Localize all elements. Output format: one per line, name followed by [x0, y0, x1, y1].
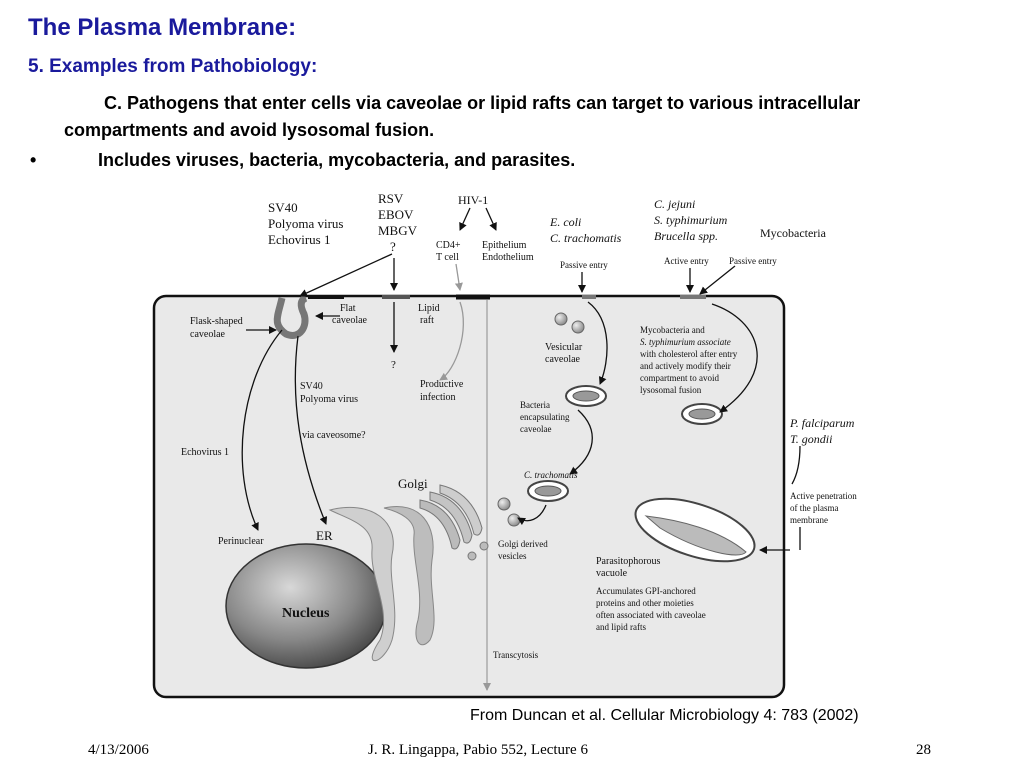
label-accum-2: proteins and other moieties	[596, 598, 694, 608]
golgi-stack	[419, 484, 489, 561]
label-accum-1: Accumulates GPI-anchored	[596, 586, 696, 596]
label-mbgv: MBGV	[378, 223, 418, 238]
bullet-text: Includes viruses, bacteria, mycobacteria…	[98, 150, 576, 170]
footer-page-number: 28	[916, 742, 931, 758]
vesicle	[554, 312, 568, 326]
er	[328, 506, 396, 662]
label-ctrach-inner: C. trachomatis	[524, 470, 578, 480]
footer-date: 4/13/2006	[88, 742, 149, 758]
label-tcell: T cell	[436, 252, 459, 263]
label-nucleus: Nucleus	[282, 606, 330, 621]
label-myco-3: with cholesterol after entry	[640, 349, 738, 359]
label-flat-2: caveolae	[332, 315, 368, 326]
label-sv40-inner: SV40	[300, 381, 323, 392]
label-pfalc: P. falciparum	[789, 416, 855, 430]
label-hiv: HIV-1	[458, 193, 488, 207]
label-ecoli: E. coli	[549, 215, 581, 229]
slide-title: The Plasma Membrane:	[28, 14, 297, 41]
label-active-entry: Active entry	[664, 256, 709, 266]
bullet-marker: •	[30, 150, 37, 170]
label-myco-4: and actively modify their	[640, 361, 731, 371]
label-golgi-derived-1: Golgi derived	[498, 539, 548, 549]
label-polyoma: Polyoma virus	[268, 216, 343, 231]
label-vesicular-1: Vesicular	[545, 342, 583, 353]
main-paragraph: C. Pathogens that enter cells via caveol…	[64, 93, 861, 140]
label-question-bottom: ?	[391, 359, 396, 371]
label-parasito-2: vacuole	[596, 568, 628, 579]
vesicle	[571, 320, 585, 334]
flask-caveola	[273, 294, 309, 339]
label-myco-1: Mycobacteria and	[640, 325, 705, 335]
label-myco-6: lysosomal fusion	[640, 385, 702, 395]
label-golgi: Golgi	[398, 476, 428, 491]
label-bact-3: caveolae	[520, 424, 551, 434]
label-perinuclear: Perinuclear	[218, 536, 264, 547]
label-lipid-2: raft	[420, 315, 434, 326]
label-active-pen-3: membrane	[790, 515, 828, 525]
label-sv40: SV40	[268, 200, 298, 215]
label-bact-2: encapsulating	[520, 412, 570, 422]
slide-subtitle: 5. Examples from Pathobiology:	[28, 56, 318, 77]
label-vesicular-2: caveolae	[545, 354, 581, 365]
label-brucella: Brucella spp.	[654, 229, 718, 243]
label-cjejuni: C. jejuni	[654, 197, 695, 211]
label-cd4: CD4+	[436, 240, 461, 251]
label-productive-1: Productive	[420, 379, 464, 390]
golgi-vesicle	[497, 497, 511, 511]
label-polyoma-inner: Polyoma virus	[300, 394, 358, 405]
label-via-caveosome: via caveosome?	[302, 430, 366, 441]
golgi-vesicle	[507, 513, 521, 527]
label-ctrach: C. trachomatis	[550, 231, 622, 245]
label-accum-4: and lipid rafts	[596, 622, 646, 632]
citation: From Duncan et al. Cellular Microbiology…	[470, 707, 859, 724]
label-myco-2: S. typhimurium associate	[640, 337, 731, 347]
label-styph: S. typhimurium	[654, 213, 728, 227]
label-flask-1: Flask-shaped	[190, 316, 243, 327]
label-question-top: ?	[390, 239, 396, 254]
label-ebov: EBOV	[378, 207, 414, 222]
label-endothelium: Endothelium	[482, 252, 534, 263]
label-transcytosis: Transcytosis	[493, 650, 539, 660]
label-accum-3: often associated with caveolae	[596, 610, 706, 620]
label-passive-entry-2: Passive entry	[729, 256, 777, 266]
label-productive-2: infection	[420, 392, 456, 403]
label-epithelium: Epithelium	[482, 240, 527, 251]
label-rsv: RSV	[378, 191, 404, 206]
label-flat-1: Flat	[340, 303, 356, 314]
label-passive-entry-1: Passive entry	[560, 260, 608, 270]
label-lipid-1: Lipid	[418, 303, 440, 314]
label-bact-1: Bacteria	[520, 400, 550, 410]
label-myco-5: compartment to avoid	[640, 373, 719, 383]
label-flask-2: caveolae	[190, 329, 226, 340]
label-echovirus: Echovirus 1	[268, 232, 330, 247]
label-er: ER	[316, 528, 333, 543]
label-mycobacteria: Mycobacteria	[760, 226, 827, 240]
label-echovirus-inner: Echovirus 1	[181, 447, 229, 458]
label-tgondii: T. gondii	[790, 432, 832, 446]
label-golgi-derived-2: vesicles	[498, 551, 527, 561]
footer-lecture: J. R. Lingappa, Pabio 552, Lecture 6	[368, 742, 588, 758]
label-active-pen-1: Active penetration	[790, 491, 857, 501]
label-parasito-1: Parasitophorous	[596, 556, 661, 567]
label-active-pen-2: of the plasma	[790, 503, 839, 513]
